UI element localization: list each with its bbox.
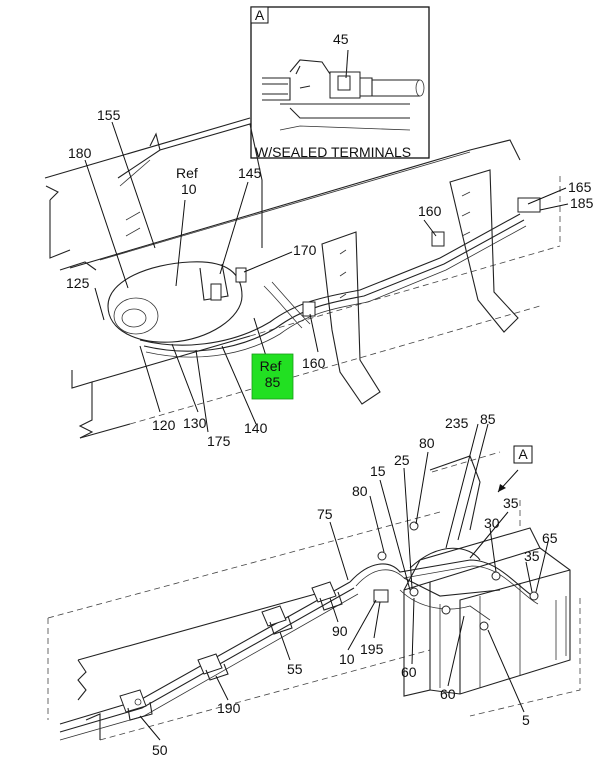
callout-ref-10-line1: Ref xyxy=(176,165,198,181)
lower-battery-assembly: A 235 85 80 25 15 80 35 75 30 65 35 90 1… xyxy=(47,411,581,758)
callout-35-b: 35 xyxy=(524,548,540,564)
callout-80-a: 80 xyxy=(419,435,435,451)
terminal-5 xyxy=(479,621,489,631)
callout-60-b: 60 xyxy=(440,686,456,702)
callout-10: 10 xyxy=(339,651,355,667)
terminal-65 xyxy=(529,591,539,601)
callout-170: 170 xyxy=(293,242,317,258)
battery-box xyxy=(403,451,581,717)
inset-tag: A xyxy=(255,7,265,23)
callout-145: 145 xyxy=(238,165,262,181)
frame-hanger-2 xyxy=(449,169,519,333)
callout-15: 15 xyxy=(370,463,386,479)
highlight-ref-85-line1: Ref xyxy=(260,358,282,374)
frame-hanger-1 xyxy=(321,231,381,405)
terminal-80-a xyxy=(409,521,419,531)
callout-190: 190 xyxy=(217,700,241,716)
clamp-190 xyxy=(197,653,229,681)
callout-35-a: 35 xyxy=(503,495,519,511)
callout-180: 180 xyxy=(68,145,92,161)
harness-clip-160-a xyxy=(302,301,316,317)
clamp-55 xyxy=(261,605,293,635)
highlight-ref-85-label: Ref 85 xyxy=(260,358,286,390)
callout-65: 65 xyxy=(542,530,558,546)
upper-frame-assembly: 155 180 Ref 10 145 125 170 160 160 165 1… xyxy=(44,107,594,449)
terminal-15 xyxy=(409,587,419,597)
callout-120: 120 xyxy=(152,417,176,433)
callout-140: 140 xyxy=(244,420,268,436)
junction-195 xyxy=(373,589,389,603)
callout-235: 235 xyxy=(445,415,469,431)
view-tag-a: A xyxy=(518,446,528,462)
callout-130: 130 xyxy=(183,415,207,431)
callout-160-b: 160 xyxy=(418,203,442,219)
inset-callout-45: 45 xyxy=(333,31,349,47)
highlight-ref-85-line2: 85 xyxy=(265,374,281,390)
callout-155: 155 xyxy=(97,107,121,123)
callout-50: 50 xyxy=(152,742,168,758)
terminal-30 xyxy=(491,571,501,581)
sealed-terminal-drawing xyxy=(262,49,425,131)
callout-125: 125 xyxy=(66,275,90,291)
callout-90: 90 xyxy=(332,623,348,639)
callout-ref-10-line2: 10 xyxy=(181,181,197,197)
clamp-90 xyxy=(311,581,343,611)
callout-75: 75 xyxy=(317,506,333,522)
terminal-80-b xyxy=(377,551,387,561)
terminal-60-a xyxy=(441,605,451,615)
callout-5: 5 xyxy=(522,712,530,728)
callout-55: 55 xyxy=(287,661,303,677)
callout-60-a: 60 xyxy=(401,664,417,680)
highlight-ref-85[interactable]: Ref 85 xyxy=(251,353,294,400)
callout-185: 185 xyxy=(570,195,594,211)
callout-80-b: 80 xyxy=(352,483,368,499)
harness-clip-160-b xyxy=(431,231,445,247)
callout-195: 195 xyxy=(360,641,384,657)
callout-165: 165 xyxy=(568,179,592,195)
callout-175: 175 xyxy=(207,433,231,449)
callout-25: 25 xyxy=(394,452,410,468)
callout-30: 30 xyxy=(484,515,500,531)
inset-caption: W/SEALED TERMINALS xyxy=(255,144,411,160)
inset-detail-a: A 45 W/SEALED TERMINALS xyxy=(250,6,430,160)
callout-160-a: 160 xyxy=(302,355,326,371)
callout-85: 85 xyxy=(480,411,496,427)
callout-ref-10: Ref 10 xyxy=(176,165,202,197)
harness-clip-170 xyxy=(235,267,247,283)
